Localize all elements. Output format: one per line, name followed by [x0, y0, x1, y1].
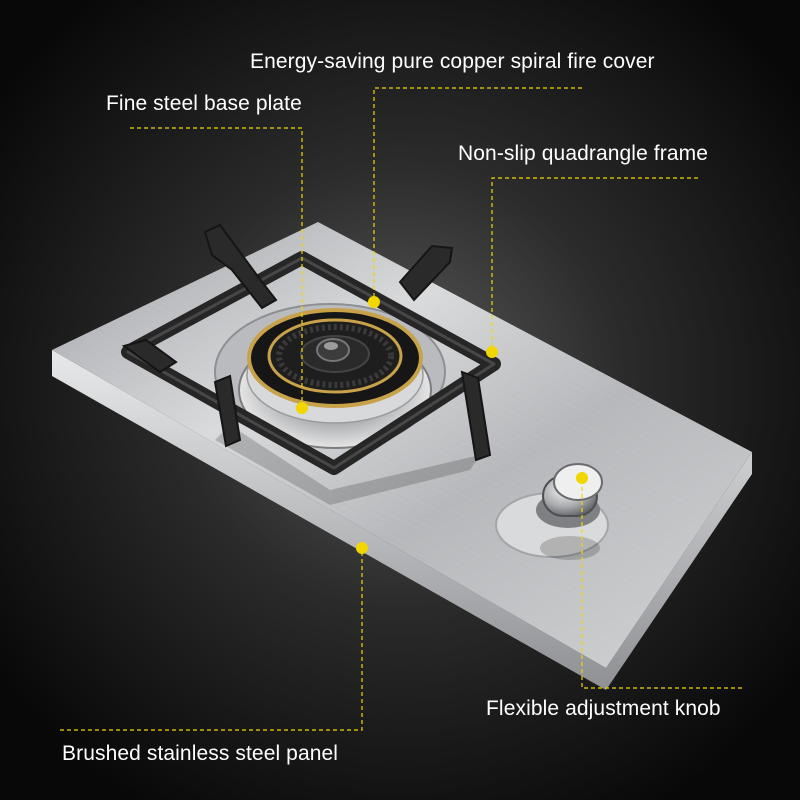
dot-fire-cover: [368, 296, 380, 308]
quadrangle-frame: [121, 251, 501, 475]
burner-cap-highlight: [324, 342, 338, 350]
dot-panel: [356, 542, 368, 554]
label-panel: Brushed stainless steel panel: [62, 742, 339, 765]
dot-frame: [486, 346, 498, 358]
leader-base-plate: [130, 127, 303, 408]
knob-shadow: [540, 536, 600, 560]
fire-cover-teeth: [276, 324, 394, 388]
leader-panel: [60, 548, 363, 731]
dot-base-plate: [296, 402, 308, 414]
label-frame: Non-slip quadrangle frame: [458, 142, 708, 165]
callout-dots: [296, 296, 588, 554]
label-base-plate: Fine steel base plate: [106, 92, 302, 115]
dot-knob: [576, 472, 588, 484]
panel-brush-texture: [52, 222, 752, 668]
grate-supports: [121, 223, 492, 462]
label-fire-cover: Energy-saving pure copper spiral fire co…: [250, 50, 655, 73]
label-knob: Flexible adjustment knob: [486, 697, 721, 720]
callout-leaders: [60, 87, 742, 731]
grate-shadow: [215, 425, 480, 505]
leader-frame: [491, 177, 698, 352]
